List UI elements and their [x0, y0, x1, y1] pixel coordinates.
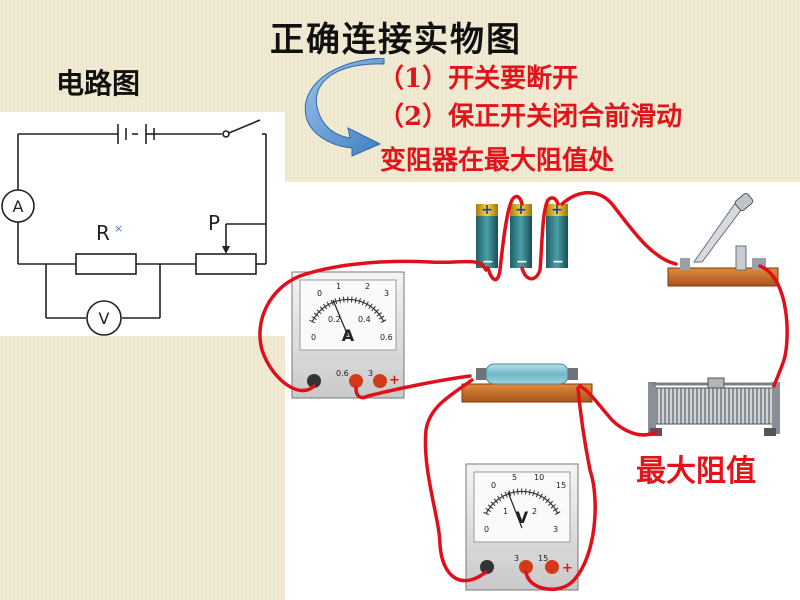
ammeter-needle	[332, 299, 349, 337]
svg-text:0: 0	[311, 333, 316, 342]
wire-battery-jumper-2	[520, 196, 560, 281]
slider-arrow-icon	[222, 246, 230, 254]
ammeter-label: A	[13, 197, 24, 216]
svg-text:0.4: 0.4	[358, 315, 371, 324]
slider-label: P	[208, 211, 220, 235]
wire-voltmeter-negative	[423, 378, 488, 583]
note-rheostat-max: （2）保正开关闭合前滑动	[378, 102, 683, 132]
svg-text:−: −	[552, 254, 564, 270]
ammeter-unit: A	[342, 326, 355, 345]
voltmeter-terminal-3	[519, 560, 533, 574]
curved-arrow-icon	[304, 58, 385, 157]
page-title: 正确连接实物图	[270, 20, 522, 60]
svg-text:15: 15	[538, 554, 548, 563]
voltmeter-label: V	[99, 309, 110, 328]
red-wires	[258, 191, 789, 591]
svg-text:0: 0	[317, 289, 322, 298]
voltmeter-device: V 0 5 10 15 0 1 2 3 3 15 +	[465, 463, 579, 591]
battery-cell-1: + −	[476, 202, 498, 270]
wire-switch-rheostat	[758, 264, 789, 388]
wire-rheostat-resistor	[578, 384, 658, 437]
wire-ammeter-battery	[258, 259, 488, 393]
battery-minus-label: −	[482, 254, 494, 270]
svg-text:2: 2	[365, 282, 370, 291]
svg-text:0.6: 0.6	[380, 333, 393, 342]
svg-text:0.2: 0.2	[328, 315, 341, 324]
svg-text:3: 3	[553, 525, 558, 534]
knife-switch	[667, 192, 779, 287]
ammeter-device: A 0 1 2 3 0 0.2 0.4 0.6 0.6 3 +	[291, 271, 405, 399]
rheostat-slider	[707, 377, 725, 389]
voltmeter-symbol	[86, 300, 122, 336]
resistor-label: R	[96, 221, 110, 245]
svg-text:1: 1	[336, 282, 341, 291]
voltmeter-terminal-15	[545, 560, 559, 574]
circuit-schematic: A V R × P	[0, 112, 285, 336]
svg-text:0: 0	[491, 481, 496, 490]
battery-plus-label: +	[481, 202, 493, 218]
svg-text:5: 5	[512, 473, 517, 482]
svg-text:+: +	[551, 202, 563, 218]
wire-voltmeter-positive	[524, 386, 597, 591]
wire-battery-switch	[560, 191, 678, 266]
svg-text:+: +	[562, 561, 573, 576]
svg-text:−: −	[516, 254, 528, 270]
circuit-diagram-label: 电路图	[56, 67, 141, 100]
battery-cell-3: + −	[546, 202, 568, 270]
ammeter-symbol	[1, 189, 35, 223]
svg-text:+: +	[389, 373, 400, 388]
ammeter-negative-terminal	[307, 374, 321, 388]
note-switch-open: （1）开关要断开	[378, 64, 579, 94]
svg-text:10: 10	[534, 473, 544, 482]
fixed-resistor	[461, 363, 593, 403]
svg-text:0.6: 0.6	[336, 369, 349, 378]
voltmeter-unit: V	[516, 508, 529, 527]
svg-text:+: +	[515, 202, 527, 218]
svg-text:0: 0	[484, 525, 489, 534]
resistor-mark: ×	[114, 222, 123, 235]
svg-text:3: 3	[368, 369, 373, 378]
svg-text:1: 1	[503, 507, 508, 516]
wire-battery-jumper-1	[486, 194, 524, 282]
svg-text:3: 3	[514, 554, 519, 563]
svg-text:3: 3	[384, 289, 389, 298]
rheostat	[648, 377, 780, 436]
voltmeter-negative-terminal	[480, 560, 494, 574]
note-rheostat-max-cont: 变阻器在最大阻值处	[380, 146, 615, 176]
voltmeter-needle	[507, 491, 523, 529]
battery-cell-2: + −	[510, 202, 532, 270]
wire-resistor-ammeter	[354, 374, 472, 400]
ammeter-terminal-0.6	[349, 374, 363, 388]
svg-text:2: 2	[532, 507, 537, 516]
svg-text:15: 15	[556, 481, 566, 490]
ammeter-terminal-3	[373, 374, 387, 388]
max-resistance-label: 最大阻值	[636, 454, 756, 489]
